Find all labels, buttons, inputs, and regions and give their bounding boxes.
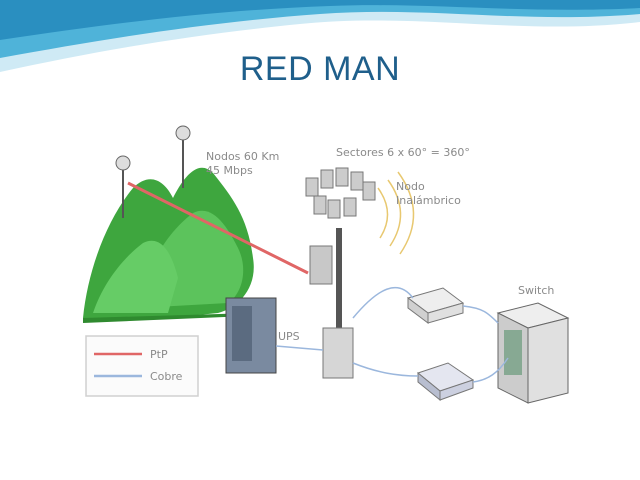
label-nodes: Nodos 60 Km	[206, 150, 279, 163]
header-wave	[0, 0, 640, 72]
tower-hill-right	[175, 125, 191, 188]
router-device	[406, 287, 465, 324]
sector-antennas	[305, 167, 376, 219]
label-speed: 45 Mbps	[206, 164, 253, 177]
slide-title: RED MAN	[239, 50, 401, 88]
label-node-wireless-2: Inalámbrico	[396, 194, 461, 207]
label-sectors: Sectores 6 x 60° = 360°	[336, 146, 470, 159]
label-switch: Switch	[518, 284, 554, 297]
label-node-wireless-1: Nodo	[396, 180, 425, 193]
legend: PtP Cobre	[85, 335, 199, 397]
ups-cabinet	[225, 297, 277, 374]
copper-links	[275, 287, 509, 383]
ptp-link	[127, 181, 309, 275]
legend-label-ptp: PtP	[150, 348, 168, 361]
network-diagram: PtP Cobre Nodos 60 Km 45 Mbps Sectores 6…	[83, 125, 570, 404]
tower-hill-left	[115, 155, 131, 218]
label-ups: UPS	[278, 330, 300, 343]
wireless-waves	[377, 171, 415, 255]
legend-label-cobre: Cobre	[150, 370, 183, 383]
central-tower	[305, 167, 376, 379]
hills	[83, 167, 254, 323]
switch-rack	[496, 302, 570, 404]
switch-device-small	[416, 362, 475, 402]
